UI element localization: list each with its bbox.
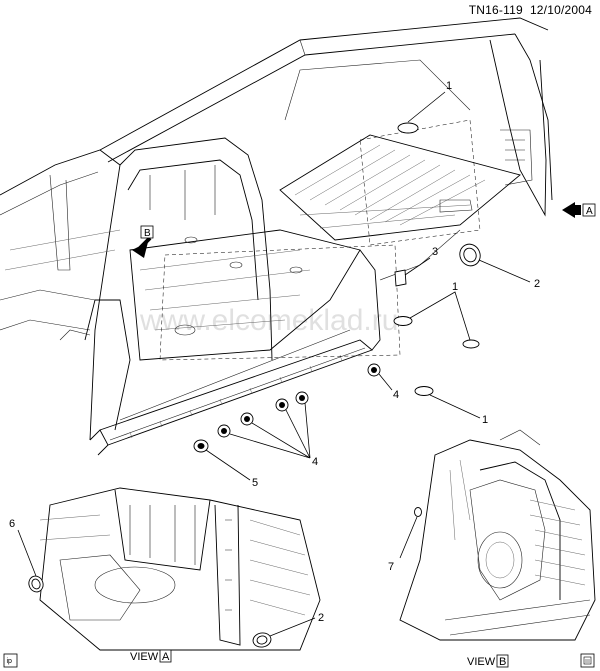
plug-1-lower (414, 386, 434, 396)
view-outline-a-region (359, 119, 481, 246)
callout-5: 5 (252, 477, 258, 489)
callout-1-mid: 1 (452, 281, 458, 293)
view-b-detail-illustration (399, 429, 596, 641)
plug-6-grommet (28, 575, 44, 593)
callout-6: 6 (9, 518, 15, 530)
plug-1-mid-left (393, 316, 413, 326)
plug-4-group (217, 391, 309, 438)
callout-2-main: 2 (534, 278, 540, 290)
diagram-code: TN16-119 (468, 3, 523, 17)
ip-icon-text: ip (7, 658, 13, 665)
plug-7 (414, 507, 422, 517)
plug-1-mid-right (462, 339, 480, 349)
vehicle-body-floor-illustration (0, 17, 553, 456)
plug-2-view-a (252, 632, 272, 648)
document-icon (580, 653, 595, 668)
view-a-letter: A (162, 651, 170, 663)
view-a-label: VIEW A (130, 649, 172, 663)
view-a-marker-letter: A (586, 206, 593, 217)
plug-2-grommet (459, 243, 481, 267)
view-b-arrow-icon: B (132, 225, 154, 258)
ip-icon: ip (3, 653, 18, 668)
view-b-prefix: VIEW (467, 656, 496, 668)
view-b-label: VIEW B (467, 654, 509, 668)
callout-3: 3 (432, 246, 438, 258)
plug-1-top (397, 122, 419, 134)
header-label: TN16-119 12/10/2004 (469, 3, 592, 17)
plug-3-square (394, 269, 407, 287)
callout-1-top: 1 (446, 80, 452, 92)
callout-1-lower: 1 (482, 414, 488, 426)
watermark: www.elcomeklad.ru (139, 304, 398, 337)
callout-4-single: 4 (393, 389, 399, 401)
view-a-detail-illustration (39, 487, 321, 651)
callout-2-view-a: 2 (318, 612, 324, 624)
view-a-arrow-icon: A (562, 202, 596, 218)
view-b-letter: B (499, 656, 506, 668)
callout-7: 7 (388, 561, 394, 573)
view-b-marker-letter: B (144, 228, 151, 239)
callout-4-group: 4 (312, 456, 318, 468)
diagram-date: 12/10/2004 (529, 3, 592, 17)
view-a-prefix: VIEW (130, 651, 159, 663)
